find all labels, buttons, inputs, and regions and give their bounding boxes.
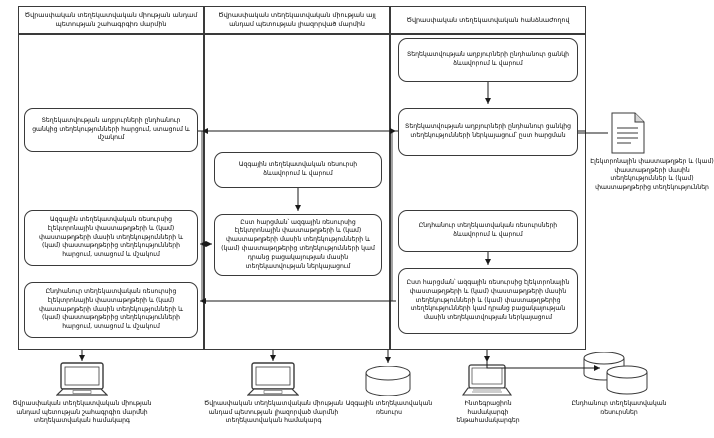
process-node-r2-label: Տեղեկատվության աղբյուրների ընդհանուր ցան…	[405, 123, 571, 139]
document-icon	[611, 112, 645, 154]
process-node-l2-label: Ազգային տեղեկատվական ռեսուրսից էլեկտրոնա…	[38, 215, 184, 259]
bottom-item-label-b4: Ինտեգրացիոն համակարգի ենթահամակարգեր	[456, 400, 520, 425]
database-stack-icon-b5	[582, 351, 652, 398]
lane-title-operator: Ծվրասփական տեղեկատվական հանձնաժողով	[406, 15, 570, 24]
lane-body-requester	[18, 34, 204, 350]
process-node-l3[interactable]: Ընդհանուր տեղեկատվական ռեսուրսից էլեկտրո…	[24, 282, 198, 338]
process-node-r1-label: Տեղեկատվության աղբյուրների ընդհանուր ցան…	[406, 51, 570, 67]
process-node-r1[interactable]: Տեղեկատվության աղբյուրների ընդհանուր ցան…	[398, 38, 578, 82]
process-node-r2[interactable]: Տեղեկատվության աղբյուրների ընդհանուր ցան…	[398, 108, 578, 156]
process-node-m1[interactable]: Ազգային տեղեկատվական ռեսուրսի ձևավորում …	[214, 152, 382, 188]
lane-header-requester: Ծվրասփական տեղեկատվական միության անդամ պ…	[18, 6, 204, 34]
process-node-l1[interactable]: Տեղեկատվության աղբյուրների ընդհանուր ցան…	[24, 108, 198, 152]
laptop-computer-icon-b4	[461, 364, 513, 396]
lane-title-provider: Ծվրասփական տեղեկատվական միության այլ անդ…	[218, 11, 376, 28]
process-node-l2[interactable]: Ազգային տեղեկատվական ռեսուրսից էլեկտրոնա…	[24, 210, 198, 266]
process-node-l1-label: Տեղեկատվության աղբյուրների ընդհանուր ցան…	[32, 116, 190, 142]
lane-title-requester: Ծվրասփական տեղեկատվական միության անդամ պ…	[24, 11, 198, 28]
process-node-r3-label: Ընդհանուր տեղեկատվական ռեսուրսների ձևավո…	[418, 222, 558, 238]
database-cylinder-icon-b3	[364, 365, 412, 397]
lane-header-provider: Ծվրասփական տեղեկատվական միության այլ անդ…	[204, 6, 390, 34]
process-node-l3-label: Ընդհանուր տեղեկատվական ռեսուրսից էլեկտրո…	[38, 287, 184, 331]
process-node-r4[interactable]: Ըստ հարցման՝ ազգային ռեսուրսից էլեկտրոնա…	[398, 268, 578, 334]
lane-body-provider	[204, 34, 390, 350]
desktop-computer-icon-b1	[55, 362, 109, 396]
lane-header-operator: Ծվրասփական տեղեկատվական հանձնաժողով	[390, 6, 586, 34]
lane-body-operator	[390, 34, 586, 350]
bottom-item-label-b2: Ծվրասփական տեղեկատվական միության անդամ պ…	[203, 400, 344, 425]
process-node-m1-label: Ազգային տեղեկատվական ռեսուրսի ձևավորում …	[238, 161, 358, 177]
bottom-item-label-b1: Ծվրասփական տեղեկատվական միության անդամ պ…	[12, 400, 152, 425]
process-node-m2[interactable]: Ըստ հարցման՝ ազգային ռեսուրսից էլեկտրոնա…	[214, 214, 382, 276]
bottom-item-label-b3: Ազգային տեղեկատվական ռեսուրս	[345, 400, 433, 416]
process-node-m2-label: Ըստ հարցման՝ ազգային ռեսուրսից էլեկտրոնա…	[221, 218, 375, 270]
process-node-r4-label: Ըստ հարցման՝ ազգային ռեսուրսից էլեկտրոնա…	[406, 278, 570, 322]
process-node-r3[interactable]: Ընդհանուր տեղեկատվական ռեսուրսների ձևավո…	[398, 210, 578, 252]
side-artifact-label: Էլեկտրոնային փաստաթղթեր և (կամ) փաստաթղթ…	[590, 158, 714, 191]
bottom-item-label-b5: Ընդհանուր տեղեկատվական ռեսուրսներ	[571, 400, 667, 416]
desktop-computer-icon-b2	[246, 362, 300, 396]
